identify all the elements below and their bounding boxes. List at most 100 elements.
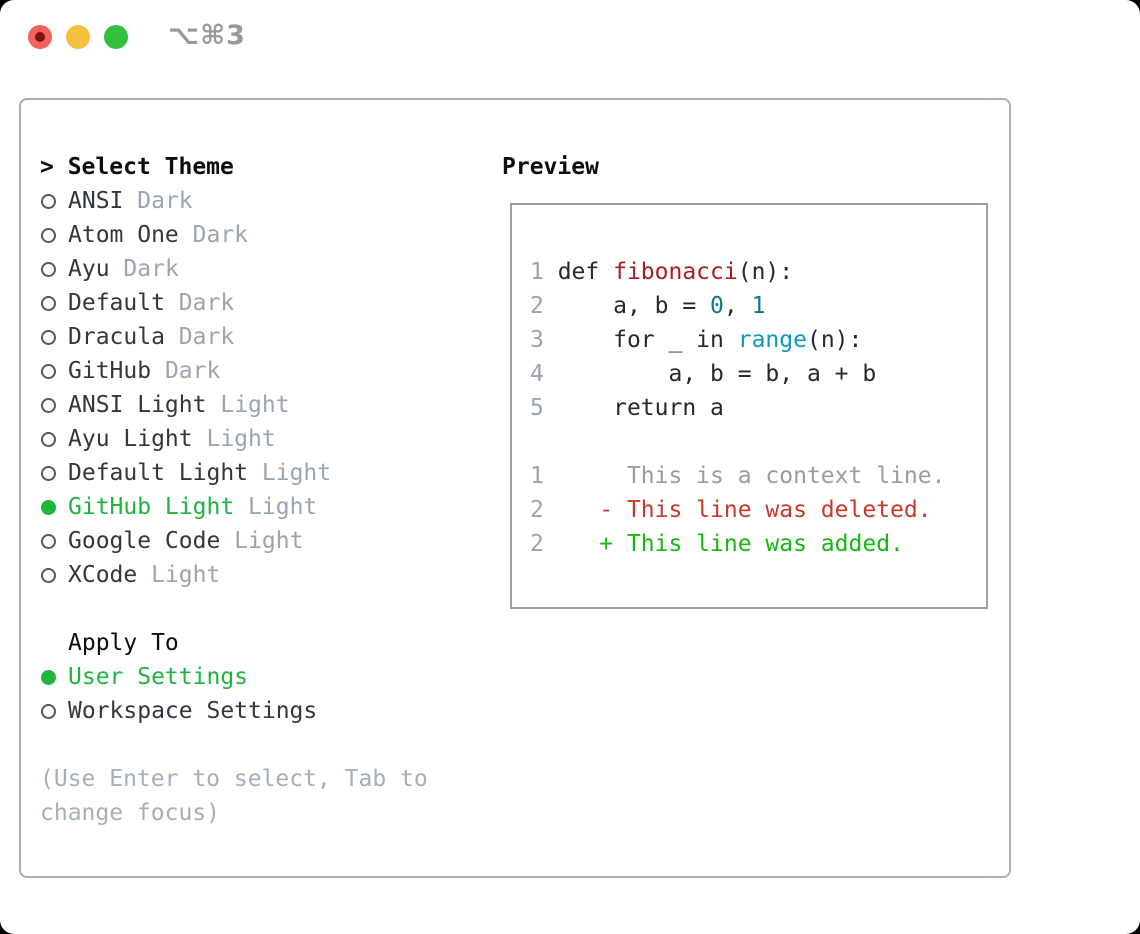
- line-number: 2: [530, 531, 558, 557]
- theme-option[interactable]: ANSI Light Light: [40, 388, 331, 422]
- theme-option[interactable]: Dracula Dark: [40, 320, 331, 354]
- theme-option[interactable]: Atom One Dark: [40, 218, 331, 252]
- code-token: def: [557, 259, 614, 285]
- code-token: fibonacci: [613, 259, 738, 285]
- radio-selected-icon: [41, 669, 56, 685]
- theme-option-variant-tag: Dark: [137, 188, 193, 214]
- apply-to-option[interactable]: User Settings: [40, 660, 317, 694]
- code-token: a, b =: [557, 293, 711, 319]
- spacer: [179, 218, 193, 252]
- close-button[interactable]: [28, 25, 52, 49]
- code-token: for _ in: [557, 327, 738, 353]
- theme-option-label: ANSI: [68, 188, 124, 214]
- code-token: (n):: [737, 259, 794, 285]
- theme-option-label: Dracula: [68, 324, 165, 350]
- code-token: return a: [557, 395, 724, 421]
- line-number: 3: [530, 327, 558, 353]
- theme-option-label: Google Code: [68, 528, 221, 554]
- apply-to-option-label: User Settings: [68, 664, 249, 690]
- theme-option-label: Ayu: [68, 256, 110, 282]
- line-number: 2: [530, 497, 558, 523]
- line-number: 2: [530, 293, 558, 319]
- radio-unselected-icon: [41, 295, 56, 311]
- spacer: [248, 456, 262, 490]
- theme-option-label: Default Light: [68, 460, 249, 486]
- code-token: 1: [751, 293, 766, 319]
- apply-to-title: Apply To: [68, 630, 179, 656]
- radio-unselected-icon: [41, 261, 56, 277]
- theme-option-variant-tag: Light: [151, 562, 221, 588]
- theme-option[interactable]: XCode Light: [40, 558, 331, 592]
- theme-option[interactable]: Default Dark: [40, 286, 331, 320]
- code-token: - This line was deleted.: [557, 497, 932, 523]
- spacer: [193, 422, 207, 456]
- code-token: (n):: [806, 327, 863, 353]
- code-line: 5 return a: [530, 391, 986, 425]
- spacer: [151, 354, 165, 388]
- line-number: 1: [530, 463, 558, 489]
- theme-option[interactable]: ANSI Dark: [40, 184, 331, 218]
- theme-option-label: Atom One: [68, 222, 179, 248]
- theme-option-variant-tag: Light: [261, 460, 332, 486]
- apply-to-option[interactable]: Workspace Settings: [40, 694, 317, 728]
- theme-list-title: Select Theme: [67, 154, 234, 180]
- radio-unselected-icon: [41, 533, 56, 549]
- code-token: This is a context line.: [557, 463, 946, 489]
- apply-to-header: Apply To: [40, 626, 317, 660]
- radio-unselected-icon: [41, 397, 56, 413]
- code-line: 4 a, b = b, a + b: [530, 357, 986, 391]
- theme-option[interactable]: GitHub Dark: [40, 354, 331, 388]
- theme-option-label: Default: [68, 290, 165, 316]
- line-number: 1: [530, 259, 558, 285]
- radio-unselected-icon: [41, 465, 56, 481]
- code-token: + This line was added.: [557, 531, 904, 557]
- theme-option-label: ANSI Light: [68, 392, 207, 418]
- theme-option[interactable]: Ayu Light Light: [40, 422, 331, 456]
- code-token: 0: [710, 293, 724, 319]
- line-number: 5: [530, 395, 558, 421]
- apply-to-option-label: Workspace Settings: [68, 698, 318, 724]
- line-number: 4: [530, 361, 558, 387]
- code-line: 1 def fibonacci(n):: [530, 255, 986, 289]
- preview-title: Preview: [502, 154, 599, 180]
- titlebar: [28, 25, 142, 49]
- spacer: [137, 558, 151, 592]
- theme-option-label: GitHub Light: [68, 494, 235, 520]
- theme-option[interactable]: Ayu Dark: [40, 252, 331, 286]
- theme-option-label: GitHub: [68, 358, 152, 384]
- keyboard-hint: (Use Enter to select, Tab to change focu…: [40, 766, 428, 826]
- minimize-button[interactable]: [66, 25, 90, 49]
- code-token: range: [737, 327, 807, 353]
- close-icon: [35, 32, 45, 42]
- theme-option[interactable]: Default Light Light: [40, 456, 331, 490]
- radio-unselected-icon: [41, 567, 56, 583]
- radio-unselected-icon: [41, 227, 56, 243]
- theme-option-variant-tag: Light: [206, 426, 276, 452]
- code-line: 3 for _ in range(n):: [530, 323, 986, 357]
- theme-list-header: > Select Theme: [40, 150, 331, 184]
- theme-option-variant-tag: Dark: [192, 222, 249, 248]
- theme-option-variant-tag: Light: [220, 392, 290, 418]
- theme-option[interactable]: GitHub Light Light: [40, 490, 331, 524]
- spacer: [110, 252, 124, 286]
- theme-option[interactable]: Google Code Light: [40, 524, 331, 558]
- spacer: [165, 286, 179, 320]
- zoom-button[interactable]: [104, 25, 128, 49]
- spacer: [234, 490, 248, 524]
- code-line: 2 + This line was added.: [530, 527, 986, 561]
- spacer: [206, 388, 220, 422]
- spacer: [123, 184, 137, 218]
- code-line: 1 This is a context line.: [530, 459, 986, 493]
- spacer: [220, 524, 234, 558]
- radio-unselected-icon: [41, 431, 56, 447]
- theme-option-label: XCode: [68, 562, 138, 588]
- prompt-caret: >: [40, 154, 68, 180]
- window-title: ⌥⌘3: [168, 20, 246, 51]
- theme-option-variant-tag: Dark: [178, 324, 235, 350]
- theme-option-variant-tag: Light: [248, 494, 318, 520]
- theme-option-variant-tag: Light: [234, 528, 304, 554]
- spacer: [165, 320, 179, 354]
